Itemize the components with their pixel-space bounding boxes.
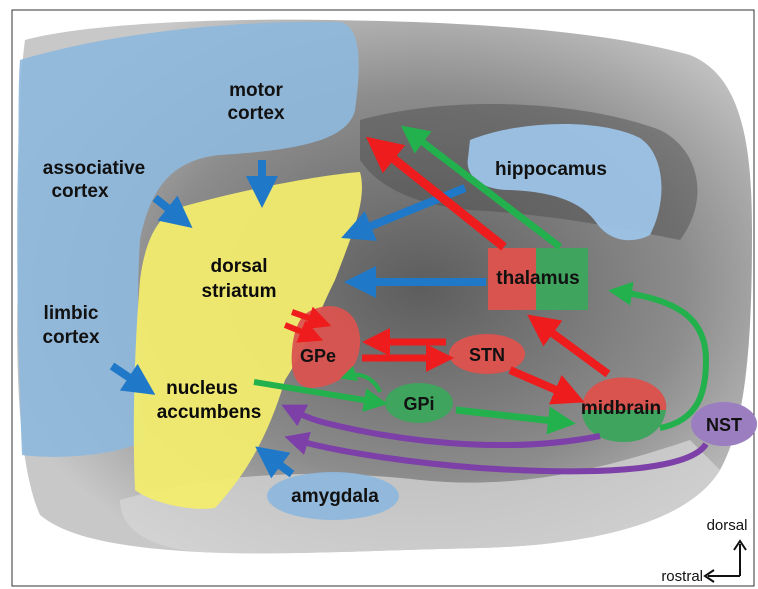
dorsal-striatum-label-line1: dorsal (210, 256, 267, 277)
hippocampus-label: hippocamus (495, 159, 607, 180)
nucleus-accumbens-label-line1: nucleus (166, 378, 238, 399)
rostral-label: rostral (661, 568, 703, 585)
limbic-cortex-label-line1: limbic (44, 303, 99, 324)
nucleus-accumbens-label-line2: accumbens (157, 402, 262, 423)
stn-label: STN (469, 345, 505, 365)
gpe-label: GPe (300, 346, 336, 366)
motor-cortex-label-line2: cortex (227, 103, 284, 124)
associative-cortex-label-line1: associative (43, 158, 145, 179)
thalamus-label: thalamus (496, 268, 579, 289)
gpi-label: GPi (403, 394, 434, 414)
associative-cortex-label-line2: cortex (51, 181, 108, 202)
nst-label: NST (706, 415, 742, 435)
motor-cortex-label-line1: motor (229, 80, 283, 101)
limbic-cortex-label-line2: cortex (42, 327, 99, 348)
midbrain-label: midbrain (581, 398, 661, 419)
amygdala-label: amygdala (291, 486, 379, 507)
dorsal-striatum-label-line2: striatum (202, 281, 277, 302)
dorsal-label: dorsal (707, 517, 748, 534)
